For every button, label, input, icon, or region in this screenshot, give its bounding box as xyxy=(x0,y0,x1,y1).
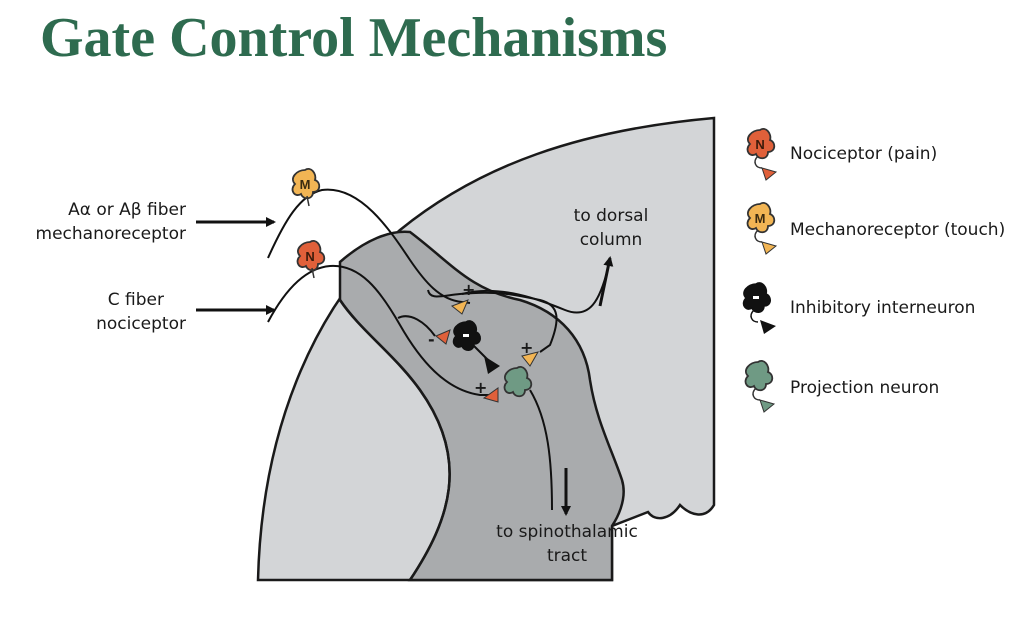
dorsal-column-label-line1: to dorsal xyxy=(573,206,649,226)
a-fiber-to-dorsal xyxy=(461,267,609,314)
mechanoreceptor-icon-letter: M xyxy=(755,211,766,226)
legend-mechanoreceptor-label: Mechanoreceptor (touch) xyxy=(790,220,1006,240)
sign-plus-mechano-interneuron: + xyxy=(462,280,476,299)
c-fiber-label: C fiber nociceptor xyxy=(14,288,186,336)
dorsal-column-label: to dorsal column xyxy=(556,204,666,252)
nociceptor-icon-letter: N xyxy=(755,137,764,152)
nociceptor-letter: N xyxy=(305,249,314,264)
a-fiber-label-line1: Aα or Aβ fiber xyxy=(68,200,186,220)
a-fiber-label-line2: mechanoreceptor xyxy=(35,224,186,244)
dorsal-column-arrow xyxy=(598,256,614,307)
spinothalamic-label: to spinothalamic tract xyxy=(484,520,650,568)
c-fiber-label-line1: C fiber xyxy=(107,290,164,310)
mechanoreceptor-icon: M xyxy=(746,202,778,255)
spinothalamic-label-line1: to spinothalamic xyxy=(496,522,638,542)
mechanoreceptor-cell: M xyxy=(291,168,321,207)
grey-matter-edge xyxy=(338,299,451,581)
sign-plus-noci-projection: + xyxy=(474,378,488,397)
legend-projection-label: Projection neuron xyxy=(790,378,940,398)
page-title: Gate Control Mechanisms xyxy=(40,7,668,69)
legend-interneuron-label: Inhibitory interneuron xyxy=(790,298,976,318)
a-fiber-label: Aα or Aβ fiber mechanoreceptor xyxy=(14,198,186,246)
sign-minus-interneuron: - xyxy=(428,330,435,349)
interneuron-icon xyxy=(742,282,776,334)
interneuron-terminal xyxy=(484,356,500,374)
mechano-terminal-interneuron xyxy=(451,299,469,315)
legend-nociceptor-label: Nociceptor (pain) xyxy=(790,144,938,164)
sign-plus-mechano-projection: + xyxy=(520,338,534,357)
inhibitory-interneuron xyxy=(452,320,481,351)
spinothalamic-label-line2: tract xyxy=(546,546,588,566)
mechanoreceptor-letter: M xyxy=(300,177,311,192)
projection-neuron xyxy=(503,366,533,398)
projection-axon xyxy=(529,389,553,511)
c-fiber-axon xyxy=(267,264,492,396)
projection-neuron-icon xyxy=(744,360,776,413)
mechano-terminal-projection xyxy=(521,351,540,367)
a-fiber-branch xyxy=(427,289,558,353)
noci-terminal-projection xyxy=(482,387,499,403)
nociceptor-icon: N xyxy=(746,128,778,181)
noci-terminal-interneuron xyxy=(435,329,451,345)
a-fiber-axon xyxy=(267,188,471,304)
c-fiber-label-line2: nociceptor xyxy=(96,314,186,334)
dorsal-column-label-line2: column xyxy=(579,230,643,250)
c-fiber-branch xyxy=(397,315,436,337)
nociceptor-cell: N xyxy=(296,240,326,279)
